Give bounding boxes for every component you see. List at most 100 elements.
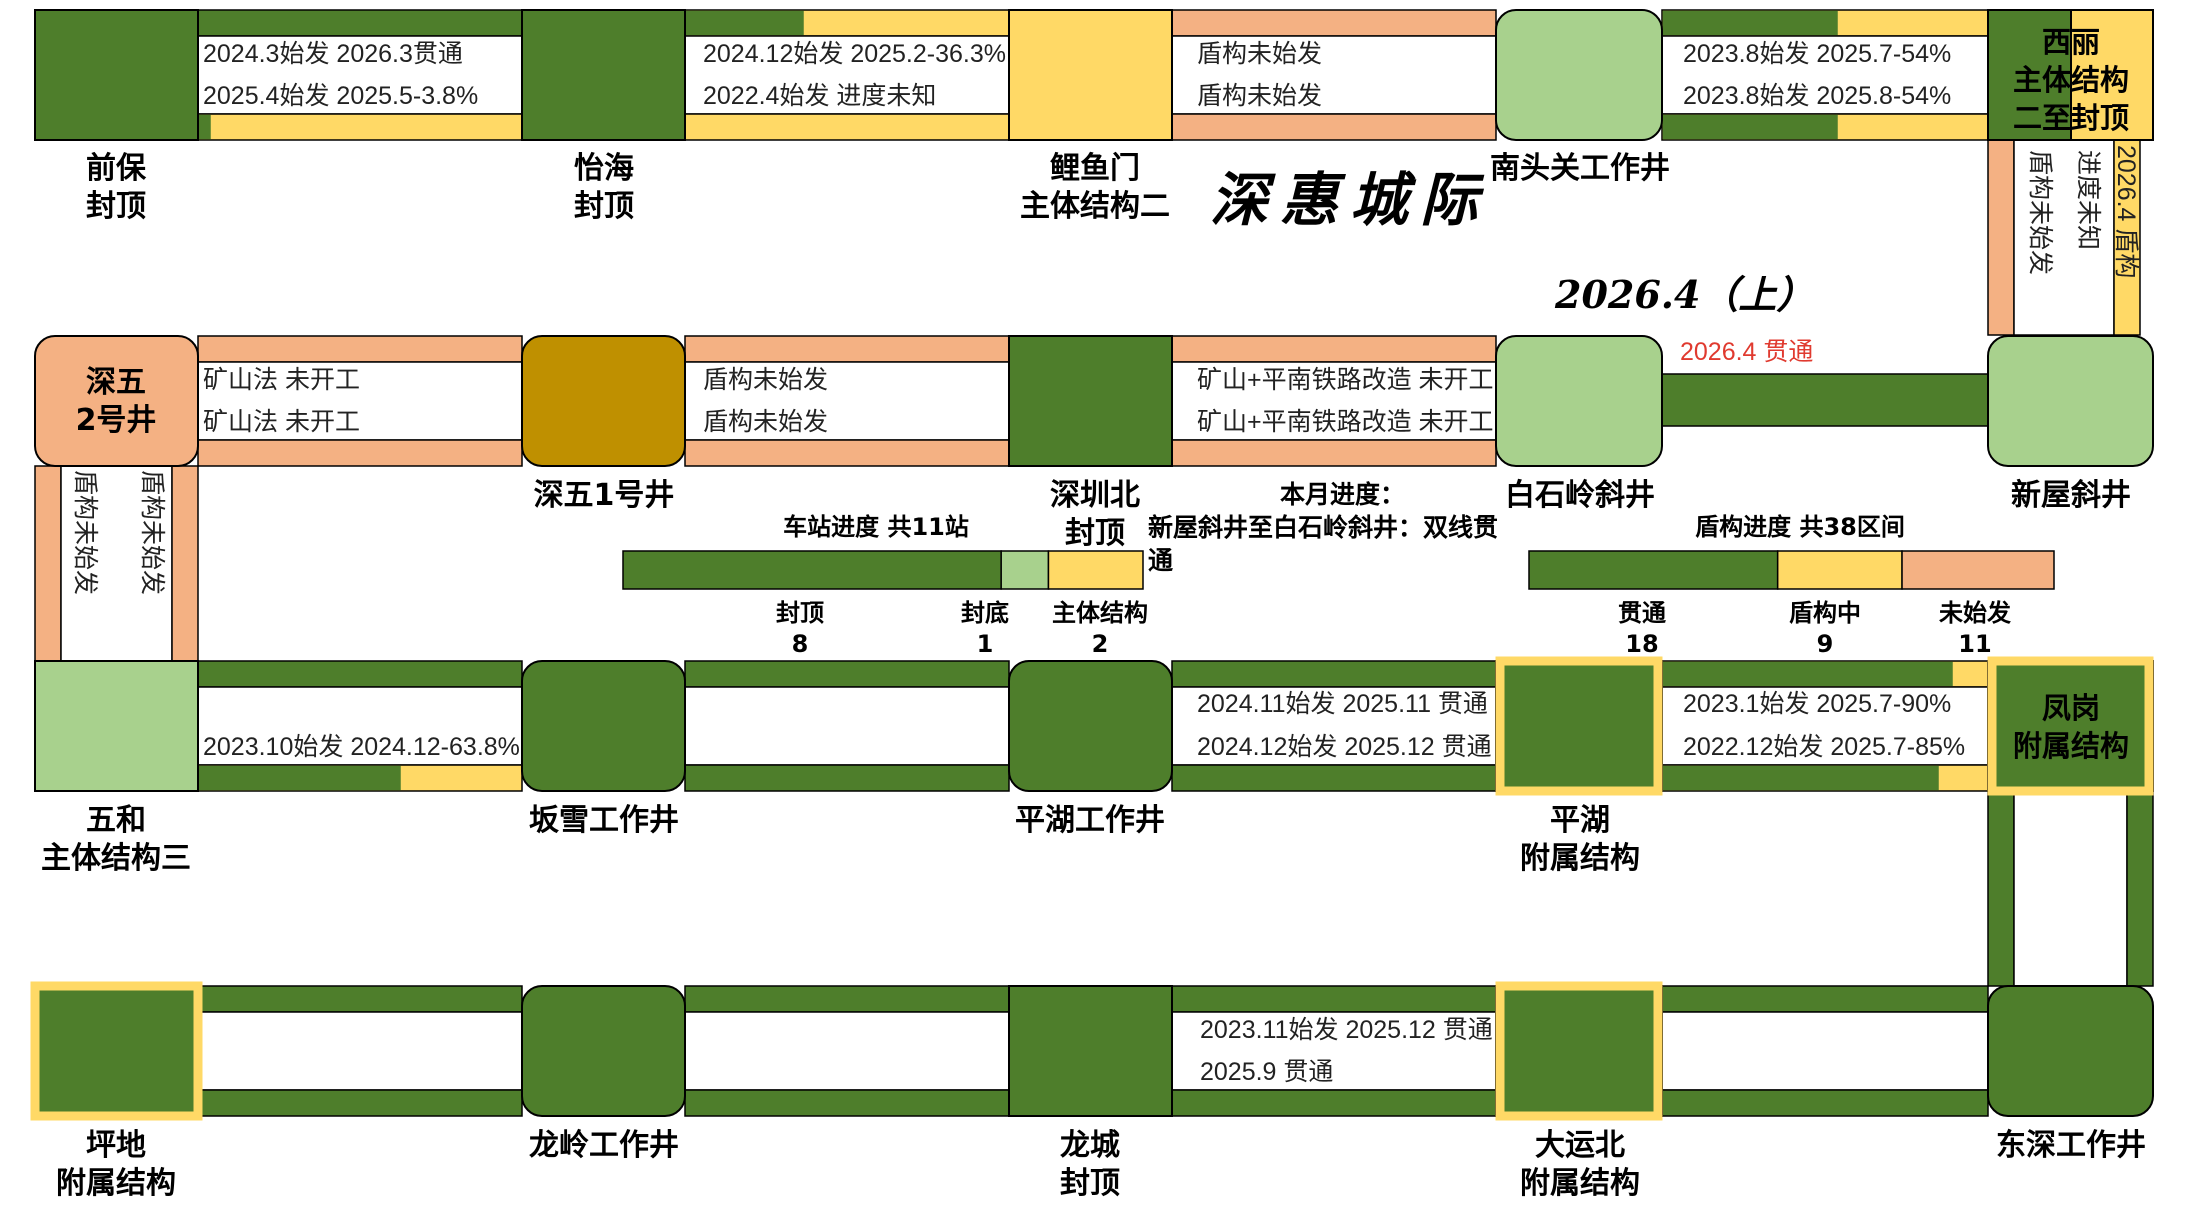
label-qianbao-2: 封顶: [86, 189, 146, 224]
station-baishiling: [1495, 335, 1663, 467]
track-yh-lym-bottom: [684, 113, 1010, 141]
track-lym-ntg-bottom: [1171, 113, 1497, 141]
track-wh-bx-top: [197, 660, 523, 688]
sec-qb-yh-2: 2025.4始发 2025.5-3.8%: [203, 82, 478, 110]
row1-stations: [34, 9, 2154, 141]
label-qianbao-1: 前保: [86, 151, 147, 186]
sec-ntg-xl-1: 2023.8始发 2025.7-54%: [1683, 40, 1951, 68]
track-pd-ll-bottom: [197, 1089, 523, 1117]
label-pingdi-1: 坪地: [86, 1128, 146, 1163]
inbox-labels: 西丽 主体结构 二至封顶 凤岗 附属结构: [2013, 25, 2129, 763]
chart-shield-value-0: 18: [1625, 630, 1658, 658]
station-shenwu2: [34, 335, 199, 467]
track-bsl-xw: [1661, 373, 1989, 427]
chart-station-category-1: 封底: [961, 599, 1009, 627]
track-pd-ll-top: [197, 985, 523, 1013]
sec-lym-ntg-1: 盾构未始发: [1197, 40, 1322, 68]
track-sw1-szb-top: [684, 335, 1010, 363]
sec-lym-ntg-2: 盾构未始发: [1197, 82, 1322, 110]
station-labels: 前保 封顶 怡海 封顶 鲤鱼门 主体结构二 南头关工作井 深五 2号井 深五1号…: [41, 151, 2146, 1201]
label-longcheng-1: 龙城: [1060, 1128, 1120, 1163]
monthly-heading: 本月进度：: [1280, 480, 1405, 509]
station-longcheng: [1008, 985, 1173, 1117]
track-fg-down-right: [2126, 790, 2154, 987]
station-chart-title: 车站进度 共11站: [783, 513, 969, 541]
sec-ph-phfs-2: 2024.12始发 2025.12 贯通: [1197, 733, 1492, 761]
track-dyb-ds-top: [1661, 985, 1989, 1013]
track-ll-lc-bottom: [684, 1089, 1010, 1117]
shield-chart-title: 盾构进度 共38区间: [1695, 513, 1905, 541]
label-bangxue: 坂雪工作井: [529, 803, 679, 838]
track-ph-phfs-bottom: [1171, 764, 1497, 792]
station-xinwu: [1987, 335, 2154, 467]
main-title: 深惠城际: [1210, 166, 1490, 234]
track-sw2-down-left: [34, 465, 62, 662]
label-longling: 龙岭工作井: [529, 1128, 679, 1163]
label-pinghu: 平湖工作井: [1015, 803, 1165, 838]
track-qb-yh-bottom: [197, 113, 523, 141]
label-liyumen-1: 鲤鱼门: [1050, 151, 1140, 186]
track-sw2-sw1-bottom: [197, 439, 523, 467]
sec-sw2-down-1: 盾构未始发: [71, 470, 99, 595]
row2-tracks: [197, 335, 1989, 467]
sec-szb-bsl-1: 矿山+平南铁路改造 未开工: [1197, 366, 1494, 394]
track-lc-dyb-top: [1171, 985, 1497, 1013]
station-nantouguan: [1495, 9, 1663, 141]
sec-ph-phfs-1: 2024.11始发 2025.11 贯通: [1197, 690, 1488, 718]
label-shenwu2-1: 深五: [86, 365, 146, 400]
station-dongshen: [1987, 985, 2154, 1117]
label-fenggang-1: 凤岗: [2042, 691, 2100, 725]
sec-lc-dyb-2: 2025.9 贯通: [1200, 1058, 1333, 1086]
label-xili-3: 二至封顶: [2013, 101, 2129, 135]
row4-stations: [30, 981, 2154, 1121]
sec-sw1-szb-2: 盾构未始发: [703, 408, 828, 436]
sec-sw1-szb-1: 盾构未始发: [703, 366, 828, 394]
track-szb-bsl-top: [1171, 335, 1497, 363]
station-pingdi: [34, 985, 199, 1117]
row1-tracks: [197, 9, 1989, 141]
label-xili-2: 主体结构: [2013, 63, 2129, 97]
sec-yh-lym-1: 2024.12始发 2025.2-36.3%: [703, 40, 1006, 68]
sec-bsl-xw: 2026.4 贯通: [1680, 338, 1813, 366]
chart-station-value-1: 1: [977, 630, 994, 658]
chart-shield-category-2: 未始发: [1939, 599, 2011, 627]
track-fg-down-left: [1987, 790, 2015, 987]
sec-xl-down-2: 进度未知: [2074, 150, 2102, 250]
label-dayunbei-2: 附属结构: [1520, 1166, 1640, 1201]
label-xili-1: 西丽: [2042, 25, 2100, 59]
track-bx-ph-top: [684, 660, 1010, 688]
sec-sw2-sw1-1: 矿山法 未开工: [203, 366, 360, 394]
track-sw1-szb-bottom: [684, 439, 1010, 467]
track-sw2-down-right: [171, 465, 199, 662]
track-xl-down-right: [2113, 139, 2141, 336]
chart-station-value-2: 2: [1092, 630, 1109, 658]
label-fenggang-2: 附属结构: [2013, 729, 2129, 763]
label-shenwu2-2: 2号井: [76, 403, 157, 438]
station-bangxue: [521, 660, 686, 792]
station-fenggang: [1987, 660, 2154, 792]
monthly-line2: 通: [1148, 546, 1173, 575]
chart-station-segment-2: [1047, 550, 1144, 590]
chart-shield-value-1: 9: [1817, 630, 1834, 658]
sec-wh-bx: 2023.10始发 2024.12-63.8%: [203, 733, 520, 761]
sec-qb-yh-1: 2024.3始发 2026.3贯通: [203, 40, 463, 68]
station-xili: [1987, 9, 2072, 141]
track-dyb-ds-bottom: [1661, 1089, 1989, 1117]
station-yihai: [521, 9, 686, 141]
label-liyumen-2: 主体结构二: [1020, 189, 1170, 224]
sec-phfs-fg-1: 2023.1始发 2025.7-90%: [1683, 690, 1951, 718]
chart-shield-value-2: 11: [1958, 630, 1991, 658]
track-lc-dyb-bottom: [1171, 1089, 1497, 1117]
track-sw2-sw1-top: [197, 335, 523, 363]
track-bx-ph-bottom: [684, 764, 1010, 792]
chart-shield-category-0: 贯通: [1618, 599, 1666, 627]
chart-station-category-0: 封顶: [776, 599, 824, 627]
sec-szb-bsl-2: 矿山+平南铁路改造 未开工: [1197, 408, 1494, 436]
sec-sw2-sw1-2: 矿山法 未开工: [203, 408, 360, 436]
xili-vertical-tracks: [1987, 139, 2141, 336]
label-wuhe-2: 主体结构三: [41, 841, 191, 876]
